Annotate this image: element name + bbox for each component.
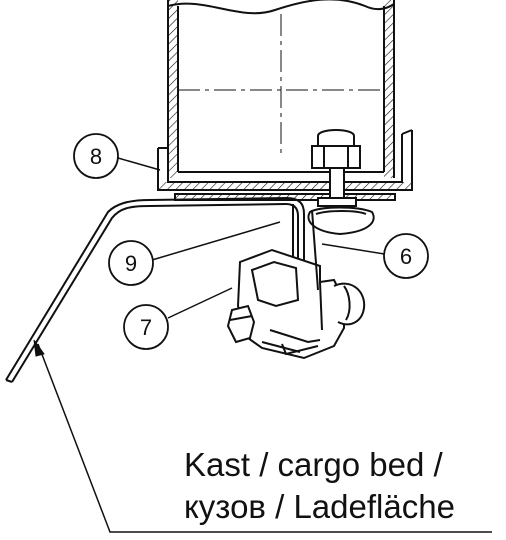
upper-profile: [167, 0, 395, 178]
clamp-body: [226, 248, 366, 360]
rod-part: [311, 209, 319, 291]
callout-9: 9: [108, 240, 154, 286]
svg-text:8: 8: [90, 144, 102, 169]
bolt-assembly: [307, 129, 375, 236]
svg-text:6: 6: [400, 244, 412, 269]
svg-text:7: 7: [140, 315, 152, 340]
leader-lines: [37, 157, 492, 533]
caption-line-2: кузов / Ladefläche: [184, 488, 455, 525]
bracket-channel: [157, 129, 413, 191]
caption-line-1: Kast / cargo bed /: [184, 446, 443, 483]
callout-7: 7: [123, 304, 169, 350]
svg-text:9: 9: [125, 251, 137, 276]
cargo-bed-wall: [5, 197, 287, 383]
caption-arrow-head: [33, 339, 45, 357]
callout-6: 6: [383, 233, 429, 279]
callout-8: 8: [73, 133, 119, 179]
